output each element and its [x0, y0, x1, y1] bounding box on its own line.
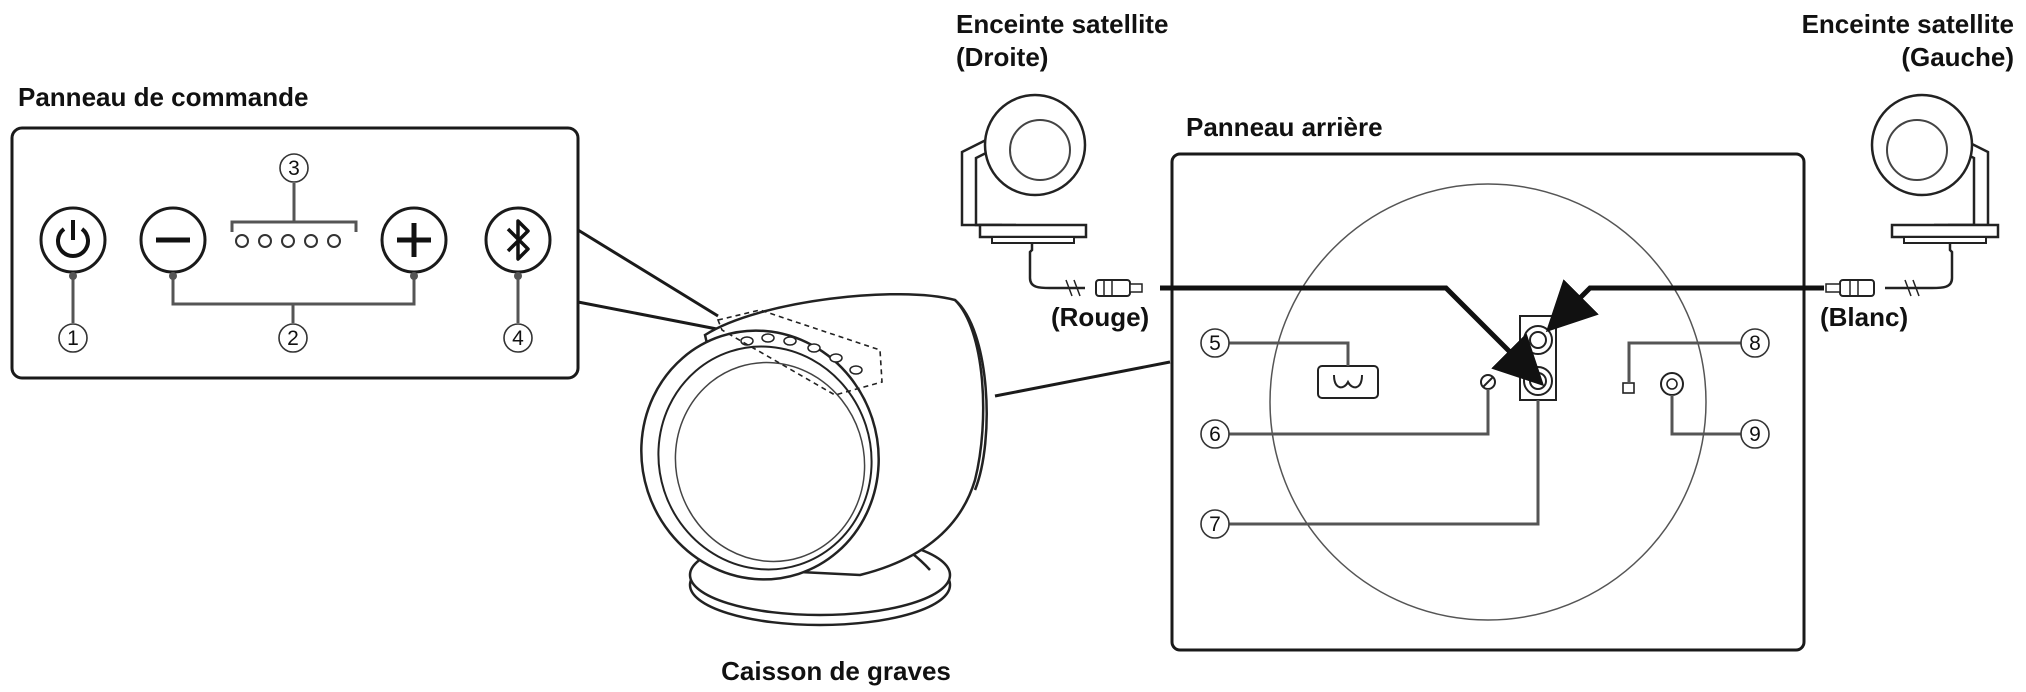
subwoofer-label: Caisson de graves	[721, 656, 951, 686]
rear-zoom-line-top	[994, 360, 1171, 398]
callout-9: 9	[1740, 419, 1770, 449]
svg-text:9: 9	[1749, 423, 1761, 446]
satellite-speaker-left	[1870, 93, 2000, 290]
callout-1: 1	[58, 323, 88, 353]
control-panel-highlight	[716, 309, 883, 396]
callout-6: 6	[1200, 419, 1230, 449]
led-indicators	[235, 234, 341, 248]
satellite-left-label-line2: (Gauche)	[1901, 42, 2014, 72]
bluetooth-icon	[506, 219, 530, 261]
volume-up-button[interactable]	[380, 206, 448, 274]
satellite-right-label-line1: Enceinte satellite	[956, 9, 1168, 39]
red-rca-plug	[1065, 279, 1143, 297]
control-zoom-line-bottom	[577, 300, 723, 332]
red-cable-label: (Rouge)	[1051, 302, 1149, 332]
rca-input-jacks	[1519, 315, 1557, 401]
volume-down-button[interactable]	[139, 206, 207, 274]
satellite-speaker-right	[960, 93, 1088, 290]
callout-5: 5	[1200, 328, 1230, 358]
svg-text:2: 2	[287, 327, 299, 350]
control-zoom-line-top	[577, 228, 719, 318]
subwoofer-illustration	[640, 293, 988, 627]
rear-panel-title: Panneau arrière	[1186, 112, 1383, 142]
level-knob	[1480, 374, 1496, 390]
svg-text:4: 4	[512, 327, 524, 350]
bluetooth-button[interactable]	[484, 206, 552, 274]
rear-panel-circle	[1269, 183, 1707, 621]
svg-text:1: 1	[67, 327, 79, 350]
callout-4: 4	[503, 323, 533, 353]
power-button[interactable]	[39, 206, 107, 274]
satellite-left-label-line1: Enceinte satellite	[1802, 9, 2014, 39]
svg-text:3: 3	[288, 157, 300, 180]
white-cable	[1545, 279, 1824, 333]
svg-text:7: 7	[1209, 513, 1221, 536]
svg-text:5: 5	[1209, 332, 1221, 355]
callout-7: 7	[1200, 509, 1230, 539]
power-inlet	[1317, 365, 1379, 399]
control-panel-box	[10, 126, 580, 380]
plus-icon	[397, 223, 431, 257]
callout-3: 3	[279, 153, 309, 183]
callout-2: 2	[278, 323, 308, 353]
red-cable	[1160, 285, 1545, 387]
callout-8: 8	[1740, 328, 1770, 358]
satellite-right-label-line2: (Droite)	[956, 42, 1048, 72]
svg-text:8: 8	[1749, 332, 1761, 355]
power-icon	[56, 220, 90, 258]
control-panel-title: Panneau de commande	[18, 82, 308, 112]
svg-text:6: 6	[1209, 423, 1221, 446]
white-cable-label: (Blanc)	[1820, 302, 1908, 332]
white-rca-plug	[1825, 279, 1920, 297]
